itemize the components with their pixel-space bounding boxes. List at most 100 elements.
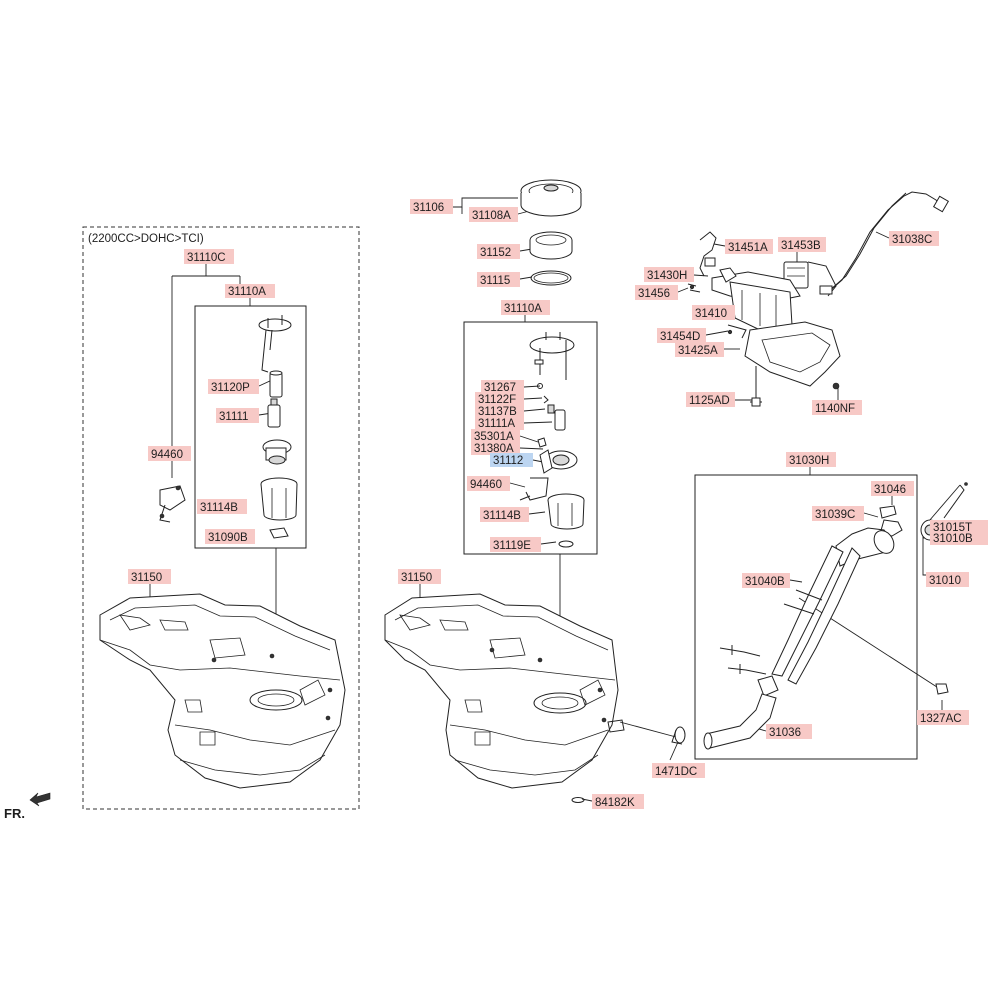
center-pump-module (519, 332, 585, 548)
label-31451A[interactable]: 31451A (725, 239, 773, 254)
label-31150-left[interactable]: 31150 (128, 569, 171, 584)
front-marker-text: FR. (4, 806, 25, 821)
label-31152[interactable]: 31152 (477, 244, 520, 259)
svg-text:31267: 31267 (484, 382, 516, 394)
svg-text:31112: 31112 (493, 455, 523, 467)
label-31115[interactable]: 31115 (477, 272, 520, 287)
svg-text:31110A: 31110A (504, 303, 542, 315)
svg-text:31114B: 31114B (200, 502, 238, 514)
label-31267[interactable]: 31267 (481, 380, 524, 394)
svg-text:31430H: 31430H (647, 270, 687, 282)
svg-text:31410: 31410 (695, 308, 727, 320)
label-31410[interactable]: 31410 (692, 305, 735, 320)
front-arrow-icon (29, 792, 51, 807)
svg-text:31010: 31010 (929, 575, 961, 587)
svg-text:31108A: 31108A (472, 210, 511, 222)
svg-text:31036: 31036 (769, 727, 801, 739)
svg-text:31040B: 31040B (745, 576, 785, 588)
svg-text:31111A: 31111A (478, 418, 515, 430)
svg-text:31380A: 31380A (474, 443, 514, 455)
label-31122F[interactable]: 31122F (475, 392, 524, 406)
label-31425A[interactable]: 31425A (675, 342, 724, 357)
svg-text:1125AD: 1125AD (689, 395, 730, 407)
left-pump-module (258, 315, 298, 539)
left-harness-bracket (159, 485, 186, 523)
label-31039C[interactable]: 31039C (812, 506, 864, 521)
svg-text:31110C: 31110C (187, 252, 226, 264)
gasket-ring (530, 270, 572, 286)
variant-note: (2200CC>DOHC>TCI) (88, 233, 204, 245)
label-31150-center[interactable]: 31150 (398, 569, 441, 584)
svg-text:31456: 31456 (638, 288, 670, 300)
svg-text:31114B: 31114B (483, 510, 521, 522)
label-31110C[interactable]: 31110C (184, 249, 234, 264)
center-pump-assembly-frame (463, 321, 598, 555)
pump-cover-plate (520, 179, 582, 217)
label-31454D[interactable]: 31454D (657, 328, 706, 343)
svg-text:31106: 31106 (413, 202, 444, 214)
svg-text:31038C: 31038C (892, 234, 932, 246)
label-94460-center[interactable]: 94460 (467, 476, 510, 491)
svg-text:1327AC: 1327AC (920, 713, 962, 725)
label-31456[interactable]: 31456 (635, 285, 678, 300)
svg-text:31152: 31152 (480, 247, 511, 259)
label-31030H[interactable]: 31030H (786, 452, 836, 467)
left-fuel-tank (99, 593, 346, 789)
label-31453B[interactable]: 31453B (778, 237, 826, 252)
svg-text:31122F: 31122F (478, 394, 516, 406)
svg-text:31119E: 31119E (493, 540, 531, 552)
label-94460-left[interactable]: 94460 (148, 446, 191, 461)
center-fuel-tank (384, 593, 625, 789)
label-84182K[interactable]: 84182K (592, 794, 644, 809)
svg-text:31137B: 31137B (478, 406, 517, 418)
hose-clamp (671, 726, 686, 745)
lock-ring (529, 231, 573, 260)
svg-text:1471DC: 1471DC (655, 766, 697, 778)
label-31120P[interactable]: 31120P (208, 379, 259, 394)
part-labels: 31106 31108A 31152 31115 31110A 31267 31… (128, 199, 988, 809)
svg-text:31150: 31150 (131, 572, 162, 584)
label-31046[interactable]: 31046 (871, 481, 914, 496)
label-31380A[interactable]: 31380A (471, 441, 520, 455)
label-31106[interactable]: 31106 (410, 199, 453, 214)
label-31090B[interactable]: 31090B (205, 529, 255, 544)
label-31111A[interactable]: 31111A (475, 416, 524, 430)
label-31036[interactable]: 31036 (766, 724, 812, 739)
label-1140NF[interactable]: 1140NF (812, 400, 862, 415)
label-1471DC[interactable]: 1471DC (652, 763, 705, 778)
filler-neck-assembly (703, 482, 968, 750)
variant-dashed-frame (82, 226, 360, 810)
svg-text:31110A: 31110A (228, 286, 266, 298)
svg-text:31115: 31115 (480, 275, 510, 287)
svg-text:31030H: 31030H (789, 455, 829, 467)
front-direction-marker: FR. (4, 792, 51, 821)
label-1125AD[interactable]: 1125AD (686, 392, 735, 407)
label-31010B[interactable]: 31010B (930, 531, 988, 545)
svg-text:31451A: 31451A (728, 242, 768, 254)
svg-text:31425A: 31425A (678, 345, 718, 357)
label-1327AC[interactable]: 1327AC (917, 710, 969, 725)
label-31112[interactable]: 31112 (490, 453, 533, 467)
svg-text:31010B: 31010B (933, 533, 973, 545)
label-31137B[interactable]: 31137B (475, 404, 524, 418)
label-31010[interactable]: 31010 (926, 572, 969, 587)
label-31430H[interactable]: 31430H (644, 267, 694, 282)
label-31111[interactable]: 31111 (216, 408, 259, 423)
label-31040B[interactable]: 31040B (742, 573, 790, 588)
svg-text:31454D: 31454D (660, 331, 700, 343)
label-31038C[interactable]: 31038C (889, 231, 939, 246)
svg-text:84182K: 84182K (595, 797, 635, 809)
label-31114B-center[interactable]: 31114B (480, 507, 529, 522)
filler-neck-assembly-frame (694, 474, 918, 760)
label-31108A[interactable]: 31108A (469, 207, 518, 222)
svg-text:35301A: 35301A (474, 431, 514, 443)
label-35301A[interactable]: 35301A (471, 429, 520, 443)
svg-text:31120P: 31120P (211, 382, 250, 394)
label-31114B-left[interactable]: 31114B (197, 499, 247, 514)
label-31110A-center[interactable]: 31110A (501, 300, 550, 315)
svg-text:94460: 94460 (470, 479, 502, 491)
label-31110A-left[interactable]: 31110A (225, 284, 275, 298)
drain-seal (571, 797, 585, 803)
label-31119E[interactable]: 31119E (490, 537, 541, 552)
